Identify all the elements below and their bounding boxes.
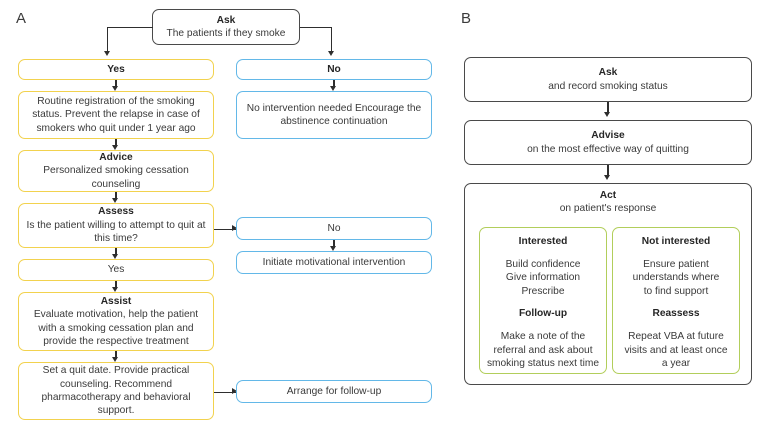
panel-a-step-assess-title: Assess [98, 206, 134, 218]
arrow-yes-5 [112, 287, 119, 292]
panel-b-label: B [461, 10, 472, 27]
panel-b-act-col-interested: Interested Build confidence Give informa… [479, 227, 607, 374]
panel-a-no-label: No [327, 63, 341, 75]
panel-b-ask-title: Ask [598, 67, 618, 79]
connector-yes-6 [115, 351, 117, 359]
panel-a-step-quitdate: Set a quit date. Provide practical couns… [18, 362, 214, 420]
col-interested-line-2: Prescribe [521, 285, 565, 297]
col-not-interested-subheading: Reassess [652, 308, 700, 320]
panel-a-step-assist-body: Evaluate motivation, help the patient wi… [33, 309, 199, 347]
arrow-assess-to-no [232, 225, 237, 232]
panel-a-no-action: No intervention needed Encourage the abs… [236, 91, 432, 139]
col-not-interested-line-0: Ensure patient [643, 258, 709, 270]
col-interested-line-1: Give information [505, 272, 581, 284]
arrow-b-1 [604, 112, 611, 117]
arrow-assessno-1 [330, 246, 337, 251]
panel-a-step-advice-body: Personalized smoking cessation counselin… [43, 165, 189, 190]
panel-a-step-quitdate-body: Set a quit date. Provide practical couns… [41, 365, 191, 417]
panel-a-followup-box: Arrange for follow-up [236, 380, 432, 403]
connector-no-1 [333, 80, 335, 88]
col-interested-heading: Interested [518, 236, 568, 247]
arrow-yes-1 [112, 86, 119, 91]
arrow-yes-3 [112, 198, 119, 203]
col-interested-subline-2: smoking status next time [486, 358, 600, 370]
col-interested-subheading: Follow-up [518, 308, 568, 320]
panel-b-act-body: on patient's response [559, 203, 657, 215]
col-not-interested-subline-0: Repeat VBA at future [628, 330, 724, 342]
connector-b-1 [607, 102, 609, 114]
connector-yes-1 [115, 80, 117, 88]
connector-yes-4 [115, 248, 117, 256]
col-interested-line-0: Build confidence [505, 258, 581, 270]
panel-a-ask-body: The patients if they smoke [166, 28, 286, 39]
panel-b-advise-title: Advise [591, 130, 625, 142]
panel-b-act-box: Act on patient's response Interested Bui… [464, 183, 752, 385]
panel-a-ask-box: Ask The patients if they smoke [152, 9, 300, 45]
arrow-ask-to-no [327, 51, 334, 56]
col-not-interested-subline-1: visits and at least once [624, 344, 728, 356]
col-interested-subline-0: Make a note of the [500, 330, 586, 342]
connector-yes-5 [115, 281, 117, 289]
col-not-interested-subline-2: a year [661, 358, 691, 370]
panel-b-ask-body: and record smoking status [548, 80, 668, 92]
arrow-ask-to-yes [103, 51, 110, 56]
panel-a-step-routine-body: Routine registration of the smoking stat… [32, 95, 200, 134]
panel-a-no-action-body: No intervention needed Encourage the abs… [246, 102, 422, 127]
panel-a-label: A [16, 10, 27, 27]
connector-quitdate-to-followup [214, 391, 236, 393]
connector-yes-2 [115, 139, 117, 147]
panel-a-assess-no-box: No [236, 217, 432, 240]
panel-b-act-col-not-interested: Not interested Ensure patient understand… [612, 227, 740, 374]
panel-a-step-assess: Assess Is the patient willing to attempt… [18, 203, 214, 248]
panel-a-step-routine: Routine registration of the smoking stat… [18, 91, 214, 139]
connector-yes-3 [115, 192, 117, 200]
panel-a-motivational-box: Initiate motivational intervention [236, 251, 432, 274]
panel-a-no-label-box: No [236, 59, 432, 80]
panel-a-assess-no-label: No [327, 222, 341, 234]
panel-a-step-assist: Assist Evaluate motivation, help the pat… [18, 292, 214, 351]
panel-b-ask-box: Ask and record smoking status [464, 57, 752, 102]
arrow-yes-6 [112, 357, 119, 362]
panel-a-step-yes2: Yes [18, 259, 214, 281]
panel-a-step-advice: Advice Personalized smoking cessation co… [18, 150, 214, 192]
panel-b-advise-body: on the most effective way of quitting [527, 143, 689, 155]
col-interested-subline-1: referral and ask about [493, 344, 593, 356]
connector-ask-left [107, 26, 153, 28]
col-not-interested-line-1: understands where [632, 272, 720, 284]
panel-a-step-assist-title: Assist [100, 295, 132, 307]
panel-a-step-yes2-body: Yes [107, 264, 125, 276]
connector-ask-right [300, 26, 332, 28]
connector-assess-to-no [214, 228, 236, 230]
panel-a-ask-title: Ask [216, 14, 236, 26]
col-not-interested-heading: Not interested [641, 236, 711, 247]
panel-a-step-advice-title: Advice [99, 151, 133, 163]
arrow-no-1 [330, 86, 337, 91]
arrow-yes-4 [112, 254, 119, 259]
panel-a-yes-label-box: Yes [18, 59, 214, 80]
panel-a-yes-label: Yes [107, 63, 125, 75]
panel-b-advise-box: Advise on the most effective way of quit… [464, 120, 752, 165]
panel-a-motivational-label: Initiate motivational intervention [262, 256, 406, 268]
arrow-yes-2 [112, 145, 119, 150]
arrow-quitdate-to-followup [232, 388, 237, 395]
connector-b-2 [607, 165, 609, 177]
connector-ask-right-down [331, 26, 333, 53]
col-not-interested-line-2: to find support [643, 285, 709, 297]
arrow-b-2 [604, 175, 611, 180]
panel-a-step-assess-body: Is the patient willing to attempt to qui… [26, 219, 206, 245]
panel-b-act-title: Act [599, 190, 617, 201]
panel-a-followup-label: Arrange for follow-up [286, 385, 382, 397]
connector-assessno-1 [333, 240, 335, 248]
connector-ask-left-down [107, 26, 109, 53]
